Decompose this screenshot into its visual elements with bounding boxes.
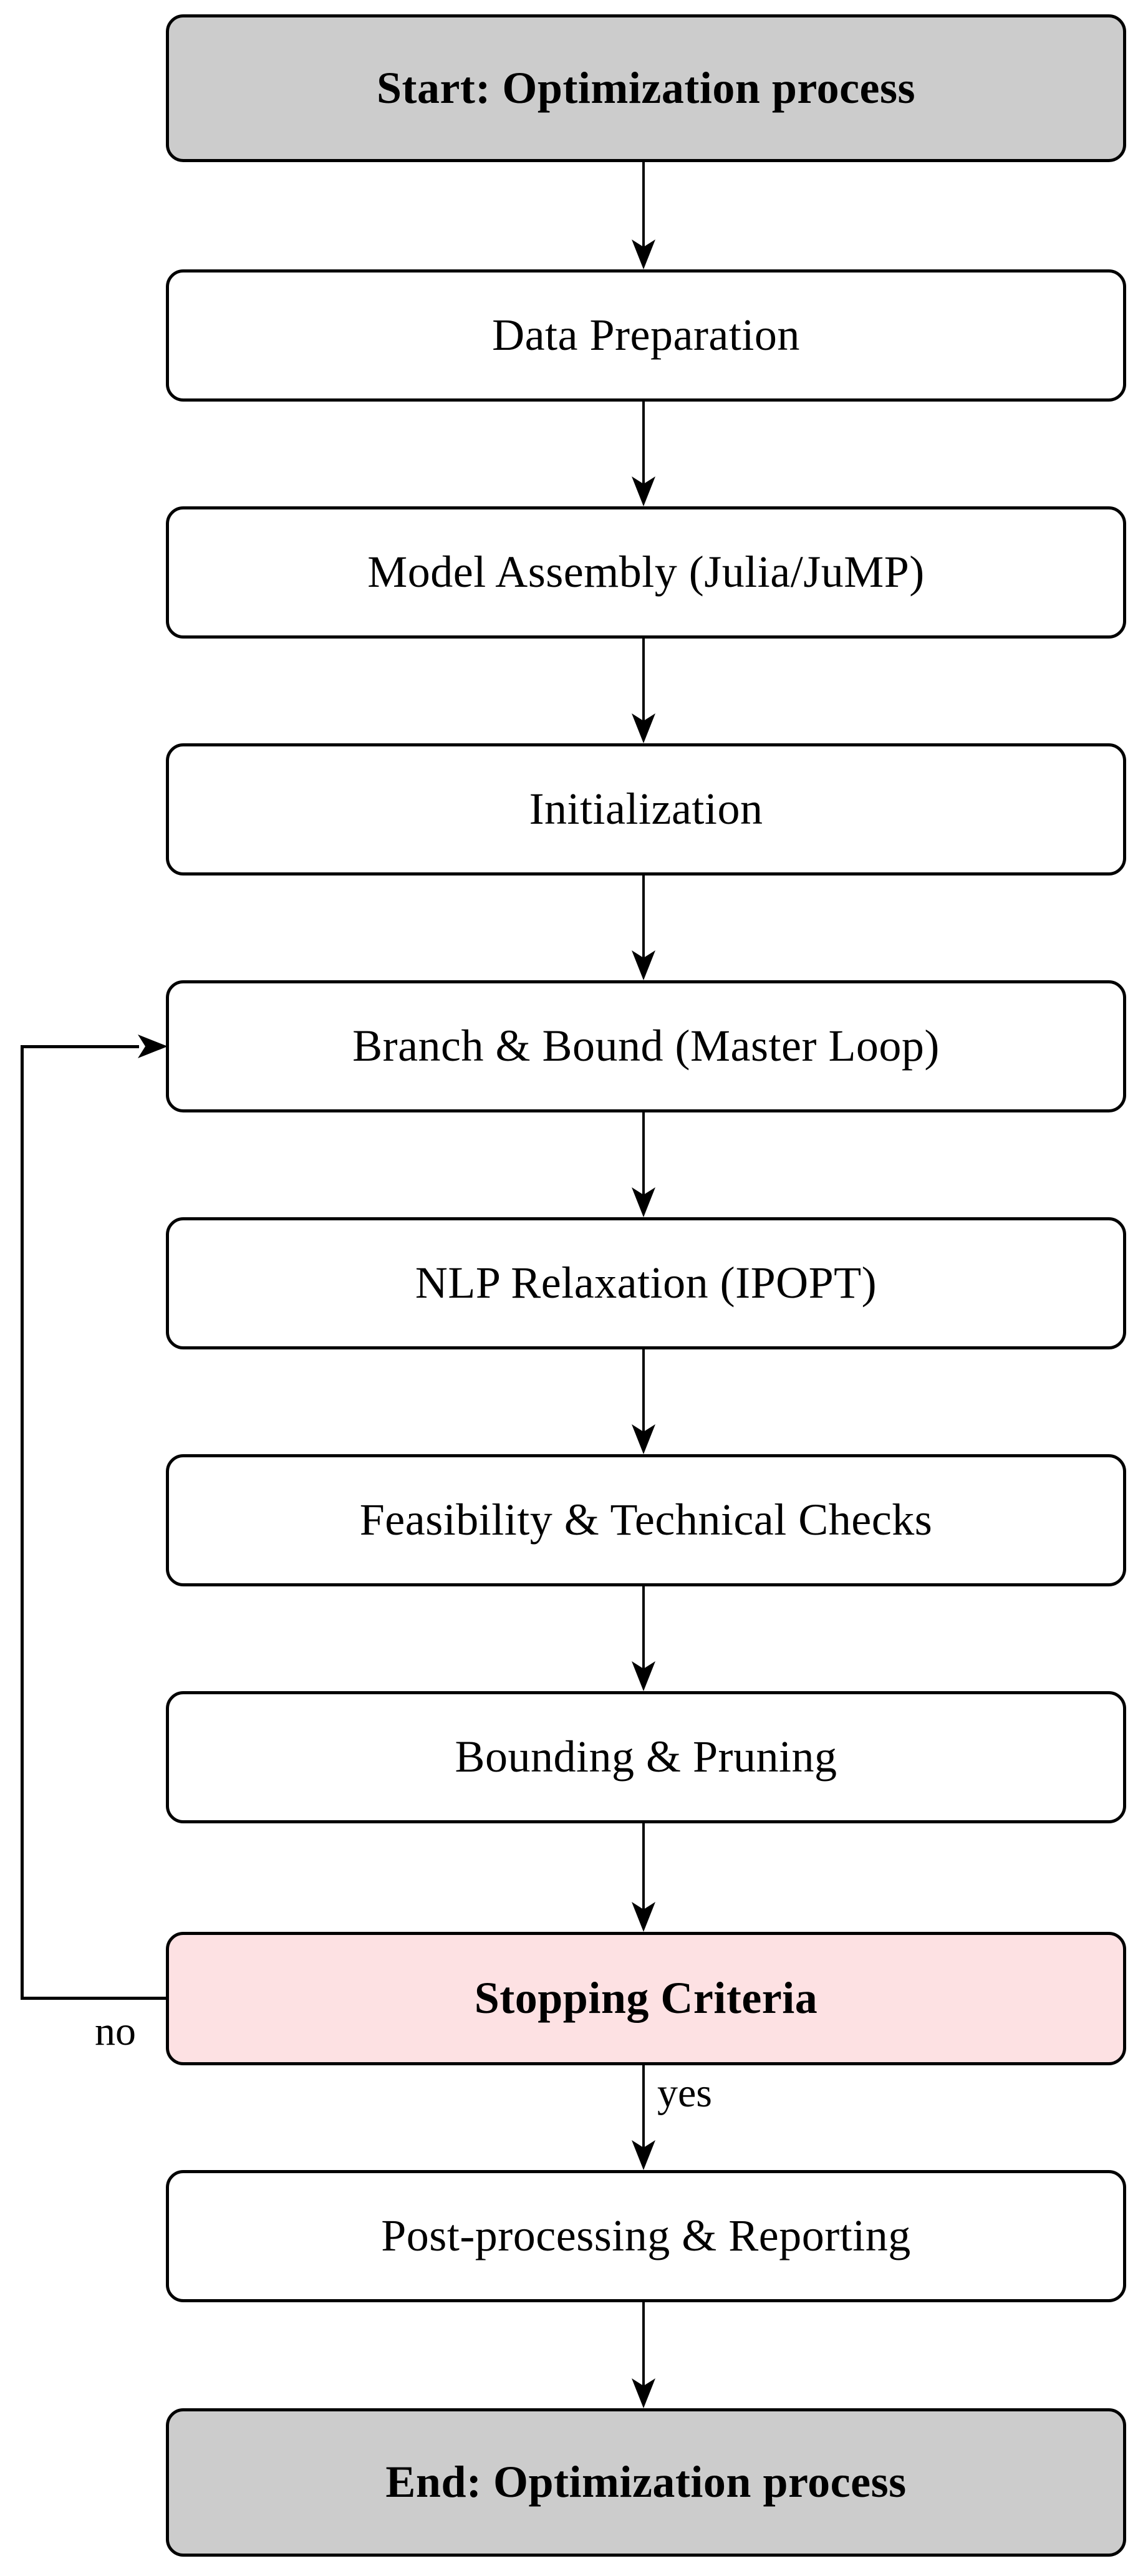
node-start-label: Start: Optimization process xyxy=(376,62,916,113)
loop-edge-horizontal-bottom xyxy=(21,1997,167,2000)
node-data-preparation: Data Preparation xyxy=(166,269,1126,402)
node-stopping-criteria-label: Stopping Criteria xyxy=(474,1973,818,2024)
node-initialization: Initialization xyxy=(166,743,1126,876)
edge-label-no: no xyxy=(95,2009,136,2054)
node-branch-and-bound: Branch & Bound (Master Loop) xyxy=(166,980,1126,1112)
arrow-bounding-pruning-to-stopping-criteria xyxy=(632,1823,655,1932)
node-bounding-pruning-label: Bounding & Pruning xyxy=(455,1732,837,1782)
node-post-processing: Post-processing & Reporting xyxy=(166,2170,1126,2302)
arrow-data-preparation-to-model-assembly xyxy=(632,402,655,506)
arrowhead-down-icon xyxy=(632,2378,655,2408)
arrow-shaft xyxy=(642,639,645,738)
node-start: Start: Optimization process xyxy=(166,14,1126,162)
arrow-stopping-criteria-to-post-processing xyxy=(632,2065,655,2170)
node-initialization-label: Initialization xyxy=(529,784,763,834)
arrow-feasibility-checks-to-bounding-pruning xyxy=(632,1586,655,1691)
node-data-preparation-label: Data Preparation xyxy=(492,310,800,360)
arrowhead-down-icon xyxy=(632,1661,655,1691)
arrow-start-to-data-preparation xyxy=(632,162,655,269)
node-end-label: End: Optimization process xyxy=(385,2457,907,2507)
arrowhead-down-icon xyxy=(632,1424,655,1454)
node-bounding-pruning: Bounding & Pruning xyxy=(166,1691,1126,1823)
arrow-post-processing-to-end xyxy=(632,2302,655,2408)
arrow-shaft xyxy=(642,402,645,501)
arrowhead-down-icon xyxy=(632,1187,655,1217)
node-feasibility-checks: Feasibility & Technical Checks xyxy=(166,1454,1126,1586)
arrow-shaft xyxy=(642,2065,645,2164)
arrow-nlp-relaxation-to-feasibility-checks xyxy=(632,1349,655,1454)
node-end: End: Optimization process xyxy=(166,2408,1126,2557)
node-post-processing-label: Post-processing & Reporting xyxy=(381,2211,911,2261)
arrow-model-assembly-to-initialization xyxy=(632,639,655,743)
arrowhead-down-icon xyxy=(632,2140,655,2170)
loop-edge-horizontal-top xyxy=(21,1045,139,1048)
arrowhead-down-icon xyxy=(632,713,655,743)
arrowhead-right-icon xyxy=(138,1035,168,1058)
node-branch-and-bound-label: Branch & Bound (Master Loop) xyxy=(352,1021,940,1071)
node-stopping-criteria: Stopping Criteria xyxy=(166,1932,1126,2065)
arrow-shaft xyxy=(642,162,645,264)
arrow-shaft xyxy=(642,1823,645,1926)
arrow-shaft xyxy=(642,2302,645,2403)
arrow-shaft xyxy=(642,876,645,975)
arrow-shaft xyxy=(642,1112,645,1212)
node-model-assembly: Model Assembly (Julia/JuMP) xyxy=(166,506,1126,639)
edge-label-yes: yes xyxy=(657,2070,712,2116)
arrowhead-down-icon xyxy=(632,239,655,269)
arrow-shaft xyxy=(642,1349,645,1449)
node-nlp-relaxation: NLP Relaxation (IPOPT) xyxy=(166,1217,1126,1349)
arrowhead-down-icon xyxy=(632,476,655,506)
arrowhead-down-icon xyxy=(632,950,655,980)
node-model-assembly-label: Model Assembly (Julia/JuMP) xyxy=(367,547,925,597)
node-nlp-relaxation-label: NLP Relaxation (IPOPT) xyxy=(415,1258,877,1308)
loop-edge-vertical xyxy=(21,1045,24,2000)
arrow-initialization-to-branch-and-bound xyxy=(632,876,655,980)
arrowhead-down-icon xyxy=(632,1902,655,1932)
node-feasibility-checks-label: Feasibility & Technical Checks xyxy=(359,1495,933,1545)
arrow-branch-and-bound-to-nlp-relaxation xyxy=(632,1112,655,1217)
arrow-shaft xyxy=(642,1586,645,1686)
